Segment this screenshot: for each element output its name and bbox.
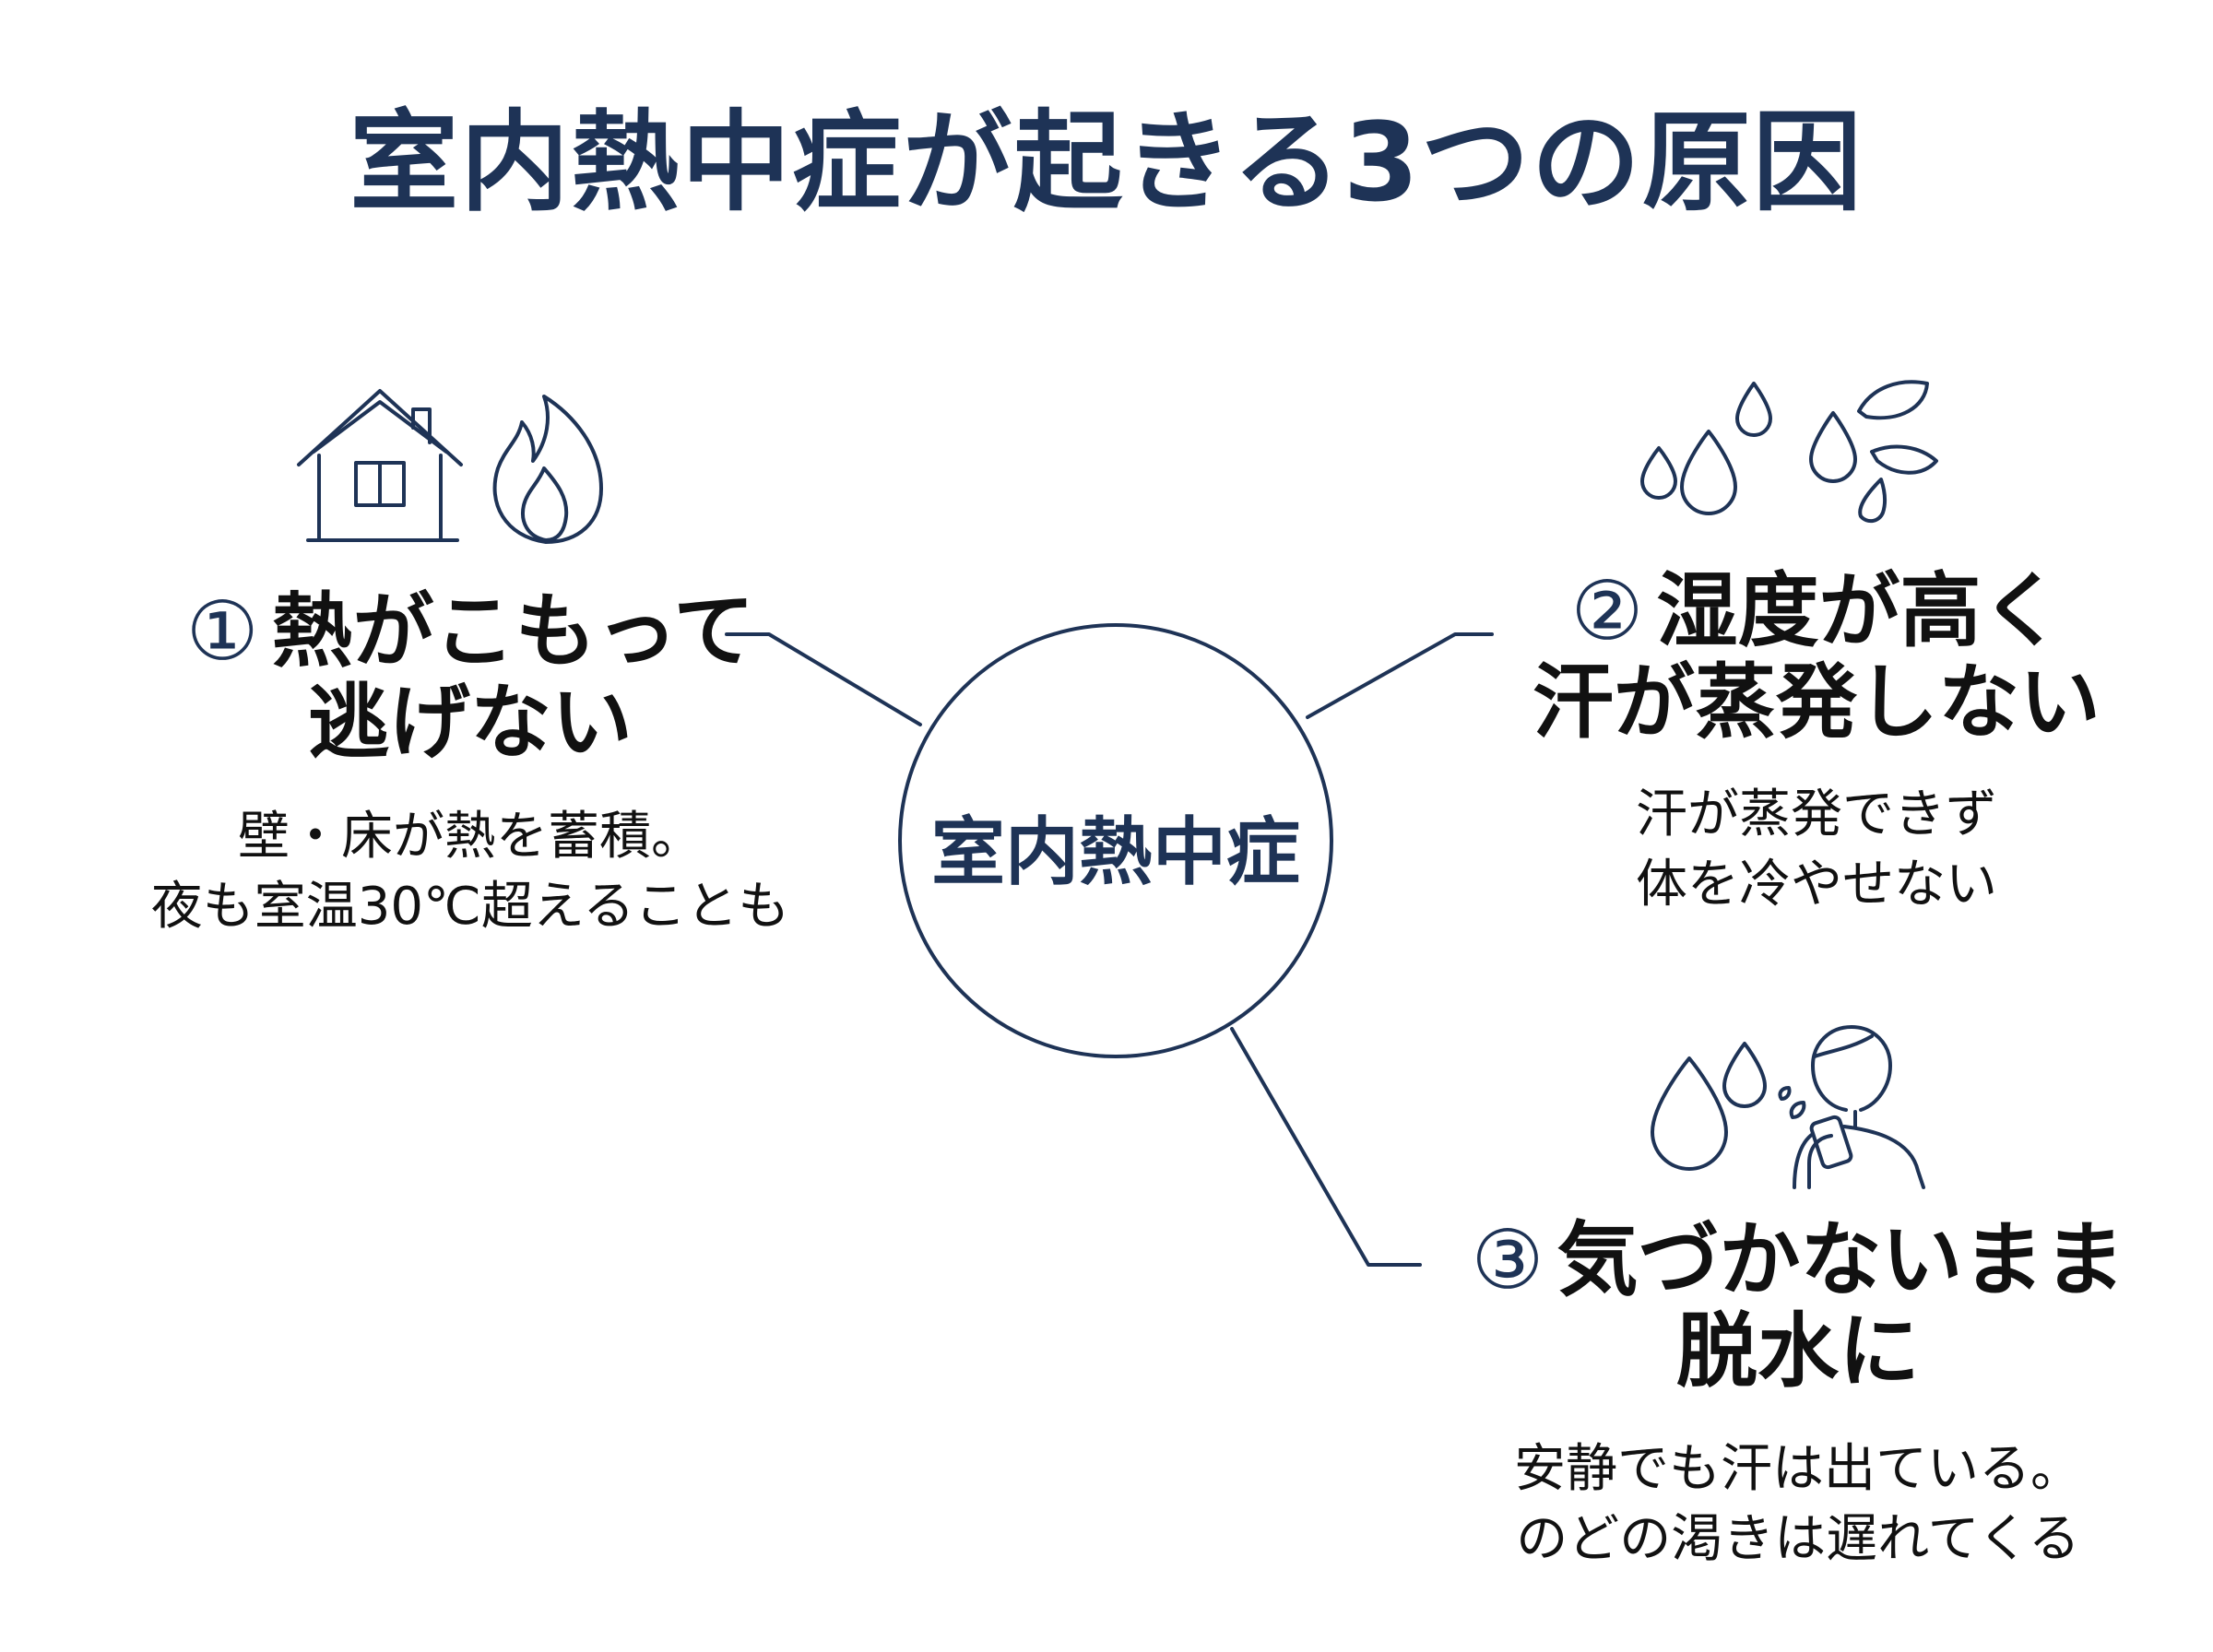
cause-2-description: 汗が蒸発できず 体を冷やせない: [1475, 780, 2158, 920]
cause-3-desc-line-2: のどの渇きは遅れてくる: [1516, 1509, 2080, 1570]
cause-2-number: ②: [1570, 563, 1644, 658]
connector-cause-3: [1230, 1027, 1422, 1267]
sweat-drops-icon: [1651, 1042, 1767, 1171]
hub-circle: [898, 623, 1333, 1058]
splash-drops-icon: [1809, 380, 1938, 524]
cause-1-description: 壁・床が熱を蓄積。 夜も室温30℃超えることも: [92, 802, 848, 942]
connector-cause-1: [725, 632, 922, 726]
cause-1-desc-line-2: 夜も室温30℃超えることも: [150, 877, 790, 938]
hub-label: 室内熱中症: [931, 809, 1300, 895]
page-title: 室内熱中症が起きる3つの原因: [349, 99, 1864, 226]
cause-1-heading-text-1: 熱がこもって: [271, 584, 755, 678]
cause-2-heading-line-2: 汗が蒸発しない: [1532, 654, 2101, 749]
cause-1-number: ①: [185, 584, 259, 678]
cause-1-heading-line-2: 逃げない: [307, 674, 633, 770]
cause-3-desc-line-1: 安静でも汗は出ている。: [1514, 1439, 2082, 1499]
cause-2-desc-line-2: 体を冷やせない: [1636, 855, 1997, 915]
flame-icon: [492, 395, 603, 544]
water-drops-icon: [1640, 382, 1772, 515]
connector-cause-2: [1306, 632, 1494, 719]
cause-2-heading-text-1: 湿度が高く: [1656, 563, 2063, 658]
cause-3-heading-line-2: 脱水に: [1675, 1303, 1920, 1398]
cause-3-number: ③: [1471, 1212, 1544, 1307]
cause-3-heading-text-1: 気づかないまま: [1556, 1212, 2125, 1307]
person-drinking-icon: [1778, 1025, 1925, 1189]
cause-2-desc-line-1: 汗が蒸発できず: [1636, 785, 1997, 844]
cause-3-description: 安静でも汗は出ている。 のどの渇きは遅れてくる: [1438, 1434, 2158, 1575]
house-icon: [297, 389, 463, 542]
cause-1-desc-line-1: 壁・床が熱を蓄積。: [238, 807, 703, 867]
